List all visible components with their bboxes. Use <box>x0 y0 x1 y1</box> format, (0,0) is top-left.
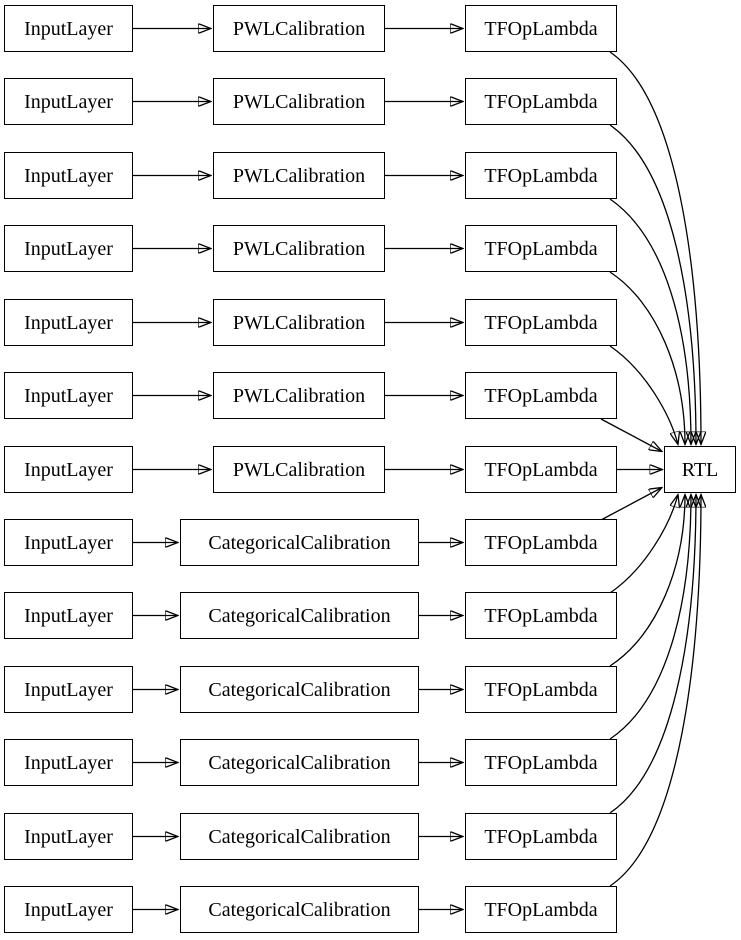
edge-lambda-rtl-r4 <box>609 271 685 445</box>
edge-lambda-rtl-r3 <box>609 198 691 445</box>
node-pwlcalibration: PWLCalibration <box>213 152 385 199</box>
node-inputlayer: InputLayer <box>4 519 133 566</box>
edge-lambda-rtl-r10 <box>609 495 685 667</box>
edge-lambda-rtl-r8 <box>600 488 662 521</box>
node-tfoplambda: TFOpLambda <box>465 519 617 566</box>
node-tfoplambda: TFOpLambda <box>465 5 617 52</box>
edge-lambda-rtl-r5 <box>609 345 678 445</box>
node-tfoplambda: TFOpLambda <box>465 299 617 346</box>
node-tfoplambda: TFOpLambda <box>465 886 617 933</box>
edge-lambda-rtl-r12 <box>609 495 696 814</box>
node-tfoplambda: TFOpLambda <box>465 592 617 639</box>
node-categoricalcalibration: CategoricalCalibration <box>180 519 419 566</box>
node-pwlcalibration: PWLCalibration <box>213 299 385 346</box>
node-tfoplambda: TFOpLambda <box>465 739 617 786</box>
node-inputlayer: InputLayer <box>4 5 133 52</box>
node-inputlayer: InputLayer <box>4 886 133 933</box>
node-tfoplambda: TFOpLambda <box>465 446 617 493</box>
node-inputlayer: InputLayer <box>4 372 133 419</box>
node-inputlayer: InputLayer <box>4 299 133 346</box>
node-pwlcalibration: PWLCalibration <box>213 78 385 125</box>
edge-lambda-rtl-r11 <box>609 495 691 740</box>
edge-lambda-rtl-r1 <box>609 51 701 445</box>
node-inputlayer: InputLayer <box>4 813 133 860</box>
node-categoricalcalibration: CategoricalCalibration <box>180 813 419 860</box>
edge-lambda-rtl-r6 <box>600 418 662 452</box>
node-pwlcalibration: PWLCalibration <box>213 225 385 272</box>
node-pwlcalibration: PWLCalibration <box>213 446 385 493</box>
node-categoricalcalibration: CategoricalCalibration <box>180 739 419 786</box>
node-tfoplambda: TFOpLambda <box>465 813 617 860</box>
node-pwlcalibration: PWLCalibration <box>213 5 385 52</box>
node-pwlcalibration: PWLCalibration <box>213 372 385 419</box>
node-inputlayer: InputLayer <box>4 739 133 786</box>
node-inputlayer: InputLayer <box>4 225 133 272</box>
node-tfoplambda: TFOpLambda <box>465 225 617 272</box>
node-inputlayer: InputLayer <box>4 666 133 713</box>
node-categoricalcalibration: CategoricalCalibration <box>180 666 419 713</box>
node-tfoplambda: TFOpLambda <box>465 666 617 713</box>
node-inputlayer: InputLayer <box>4 78 133 125</box>
node-categoricalcalibration: CategoricalCalibration <box>180 886 419 933</box>
node-tfoplambda: TFOpLambda <box>465 78 617 125</box>
edge-lambda-rtl-r9 <box>609 495 678 594</box>
node-categoricalcalibration: CategoricalCalibration <box>180 592 419 639</box>
node-tfoplambda: TFOpLambda <box>465 372 617 419</box>
edge-lambda-rtl-r13 <box>609 495 701 887</box>
node-rtl: RTL <box>664 446 736 493</box>
node-tfoplambda: TFOpLambda <box>465 152 617 199</box>
node-inputlayer: InputLayer <box>4 592 133 639</box>
edge-lambda-rtl-r2 <box>609 124 696 445</box>
node-inputlayer: InputLayer <box>4 446 133 493</box>
node-inputlayer: InputLayer <box>4 152 133 199</box>
